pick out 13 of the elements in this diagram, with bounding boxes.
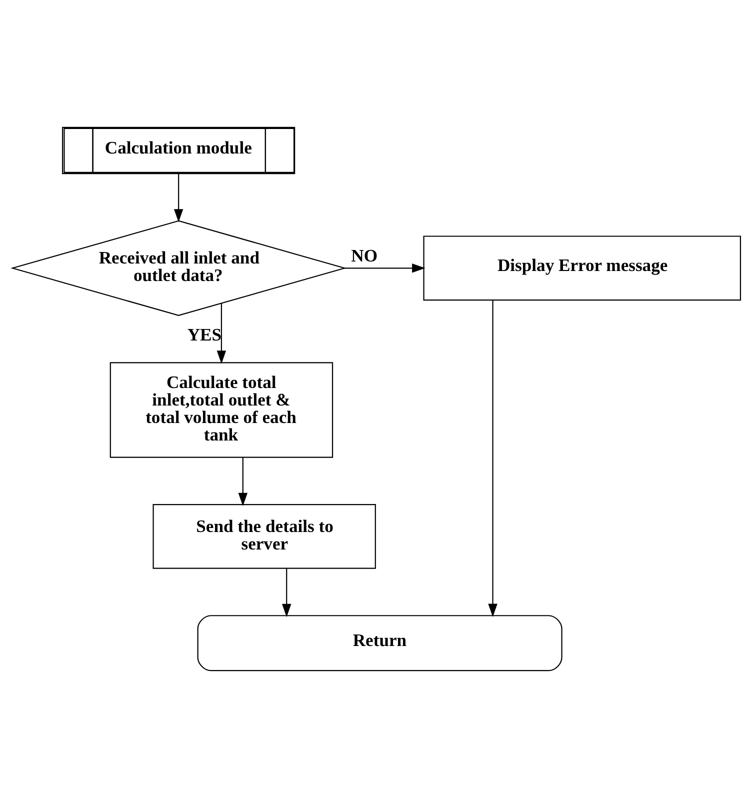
arrow <box>344 264 426 273</box>
node-box: Display Error message <box>423 236 742 301</box>
node-box: Return <box>197 615 562 672</box>
arrow <box>174 174 184 222</box>
node-diamond: Received all inlet and outlet data? <box>10 220 347 316</box>
edge-label: YES <box>187 324 222 344</box>
node-box: Send the details to server <box>152 504 376 569</box>
arrow <box>238 457 248 506</box>
arrow <box>282 568 292 618</box>
node-box: Calculate total inlet,total outlet & total volume of each tank <box>110 362 334 458</box>
edge-label: NO <box>351 245 378 266</box>
arrow <box>216 304 226 364</box>
arrow <box>488 300 498 618</box>
